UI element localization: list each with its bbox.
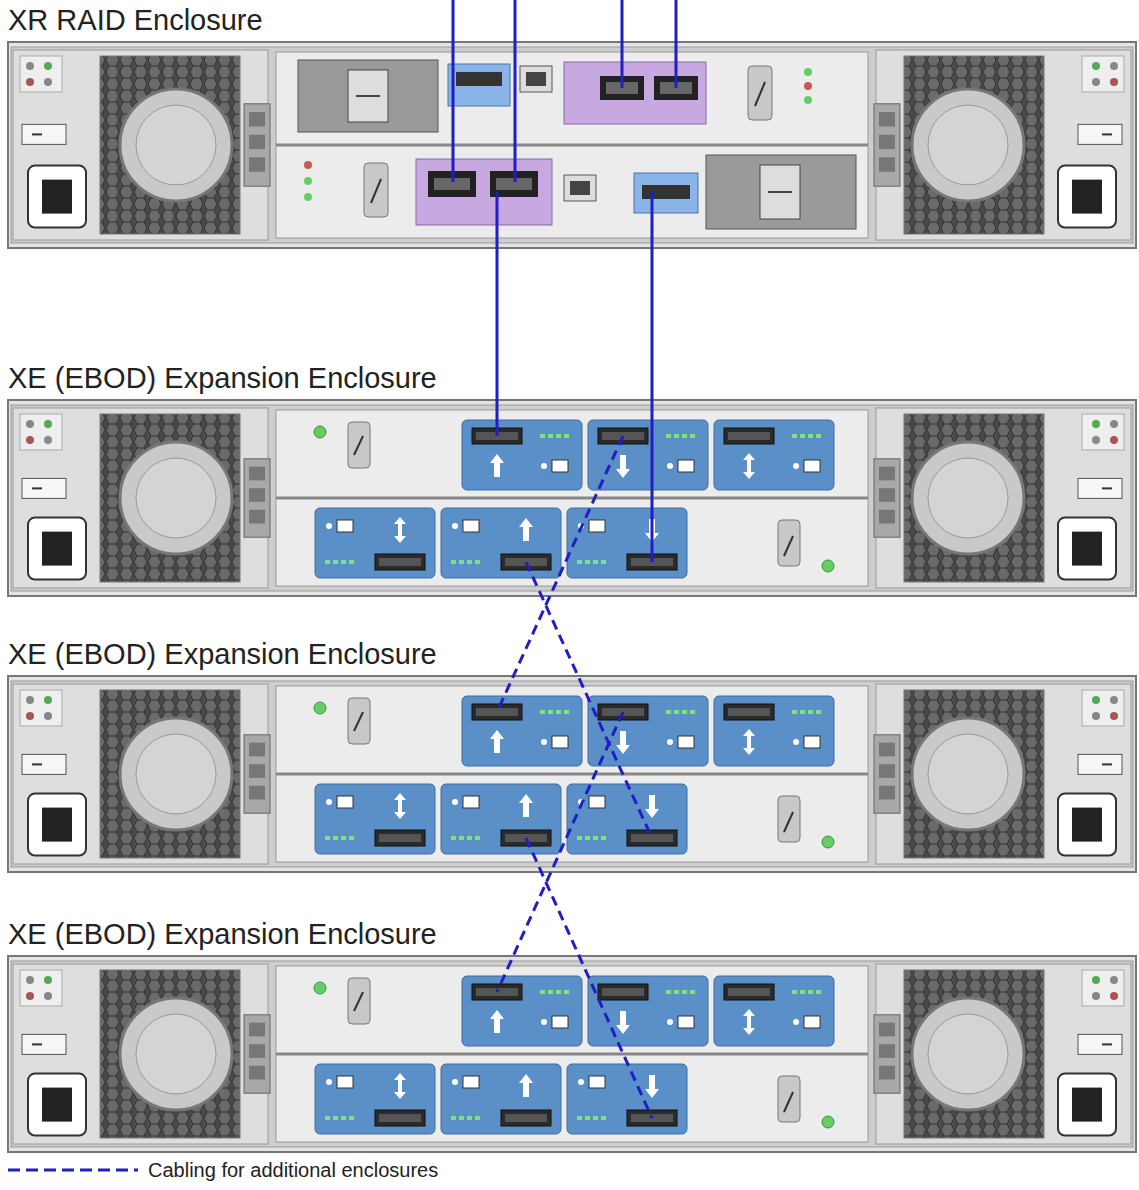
enclosure-title: XE (EBOD) Expansion Enclosure	[8, 637, 440, 671]
enclosure: XE (EBOD) Expansion Enclosure	[8, 400, 1136, 596]
sas-cable	[526, 562, 652, 838]
sas-cable	[526, 838, 652, 1118]
legend-sample	[8, 1165, 138, 1175]
enclosure-title: XE (EBOD) Expansion Enclosure	[8, 917, 440, 951]
enclosure: XE (EBOD) Expansion Enclosure	[8, 956, 1136, 1152]
enclosure-title: XE (EBOD) Expansion Enclosure	[8, 361, 440, 395]
enclosure: XE (EBOD) Expansion Enclosure	[8, 676, 1136, 872]
enclosure-title: XR RAID Enclosure	[8, 3, 266, 37]
sas-cable	[496, 192, 499, 436]
enclosure: XR RAID Enclosure	[8, 42, 1136, 248]
legend: Cabling for additional enclosures	[8, 1156, 438, 1184]
sas-cable	[651, 192, 654, 562]
sas-cable	[497, 436, 623, 712]
legend-text: Cabling for additional enclosures	[148, 1159, 438, 1182]
sas-cable	[497, 712, 623, 992]
